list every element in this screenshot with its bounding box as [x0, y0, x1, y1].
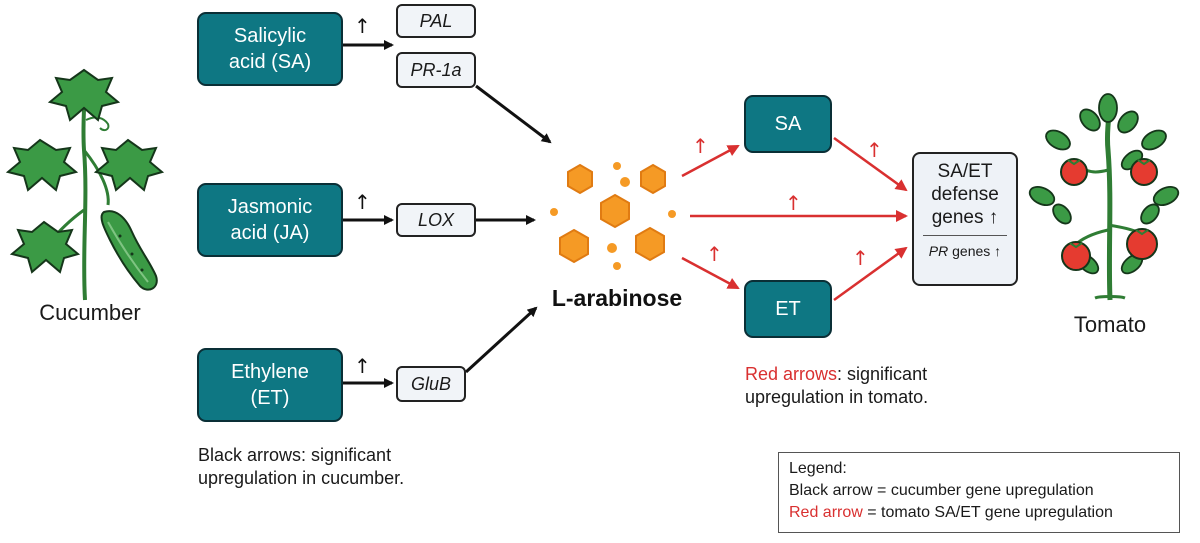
tomato-note-red: Red arrows: [745, 364, 838, 384]
red-arrow-arabinose-sa: [681, 144, 740, 178]
defense-line3: genes ↑: [931, 207, 999, 228]
tomato-note-rest: : significant: [837, 364, 928, 384]
pathway-name-line1: Ethylene: [231, 361, 309, 383]
cucumber-note-line1: Black arrows: significant: [198, 445, 392, 465]
defense-genes-text: SA/ET defense genes ↑: [914, 160, 1016, 229]
pr-genes-suffix: genes ↑: [948, 243, 1002, 259]
pr-genes-line: PR genes ↑: [914, 242, 1016, 260]
tomato-note-line2: upregulation in tomato.: [745, 387, 929, 407]
legend-black-line: Black arrow = cucumber gene upregulation: [789, 482, 1094, 499]
gene-box-pr-1a: PR-1a: [396, 52, 476, 88]
gene-box-glub: GluB: [396, 366, 466, 402]
red-arrow-arabinose-et: [681, 256, 740, 290]
cucumber-note: Black arrows: significant upregulation i…: [198, 444, 478, 490]
pathway-name-line2: acid (JA): [230, 222, 310, 244]
up-arrow-sa: ↑: [354, 14, 371, 38]
tomato-note: Red arrows: significant upregulation in …: [745, 363, 1025, 409]
defense-genes-box: SA/ET defense genes ↑ PR genes ↑: [912, 152, 1018, 286]
defense-line1: SA/ET: [937, 161, 993, 182]
tomato-label: Tomato: [1073, 312, 1147, 337]
legend-red-word: Red arrow: [789, 504, 863, 521]
pathway-box-jasmonic-acid: Jasmonic acid (JA): [197, 183, 343, 257]
tomato-sa-box: SA: [744, 95, 832, 153]
defense-divider: [923, 235, 1007, 236]
cucumber-note-line2: upregulation in cucumber.: [198, 468, 405, 488]
legend-red-line: Red arrow = tomato SA/ET gene upregulati…: [789, 502, 1169, 524]
pathway-name-line2: acid (SA): [228, 51, 312, 73]
gene-box-lox: LOX: [396, 203, 476, 237]
red-up-arrow-et-defense: ↑: [852, 246, 869, 270]
up-arrow-et: ↑: [354, 354, 371, 378]
red-up-arrow-direct: ↑: [785, 191, 802, 215]
red-up-arrow-to-et: ↑: [706, 242, 723, 266]
up-arrow-ja: ↑: [354, 190, 371, 214]
legend-title: Legend:: [789, 460, 847, 477]
pathway-name-line2: (ET): [250, 387, 290, 409]
cucumber-plant-icon: [5, 68, 165, 301]
tomato-plant-icon: [1028, 93, 1180, 301]
legend-box: Legend: Black arrow = cucumber gene upre…: [778, 452, 1180, 533]
pathway-box-ethylene: Ethylene (ET): [197, 348, 343, 422]
defense-line2: defense: [931, 184, 999, 205]
pr-gene-name: PR: [928, 243, 949, 259]
black-arrow-pr1a-arabinose: [475, 84, 552, 144]
l-arabinose-label: L-arabinose: [551, 285, 683, 311]
red-arrow-et-defense: [833, 246, 908, 302]
legend-red-rest: = tomato SA/ET gene upregulation: [862, 504, 1113, 521]
tomato-note-line1: Red arrows: significant: [745, 363, 1025, 386]
l-arabinose-molecule-icon: [550, 162, 676, 270]
red-up-arrow-sa-defense: ↑: [866, 138, 883, 162]
pathway-box-salicylic-acid: Salicylic acid (SA): [197, 12, 343, 86]
red-arrow-sa-defense: [833, 136, 908, 192]
gene-box-pal: PAL: [396, 4, 476, 38]
black-arrow-glub-arabinose: [464, 306, 538, 374]
tomato-et-box: ET: [744, 280, 832, 338]
pathway-name-line1: Salicylic: [233, 25, 307, 47]
pathway-name-line1: Jasmonic: [227, 196, 313, 218]
red-up-arrow-to-sa: ↑: [692, 134, 709, 158]
cucumber-label: Cucumber: [39, 300, 141, 325]
